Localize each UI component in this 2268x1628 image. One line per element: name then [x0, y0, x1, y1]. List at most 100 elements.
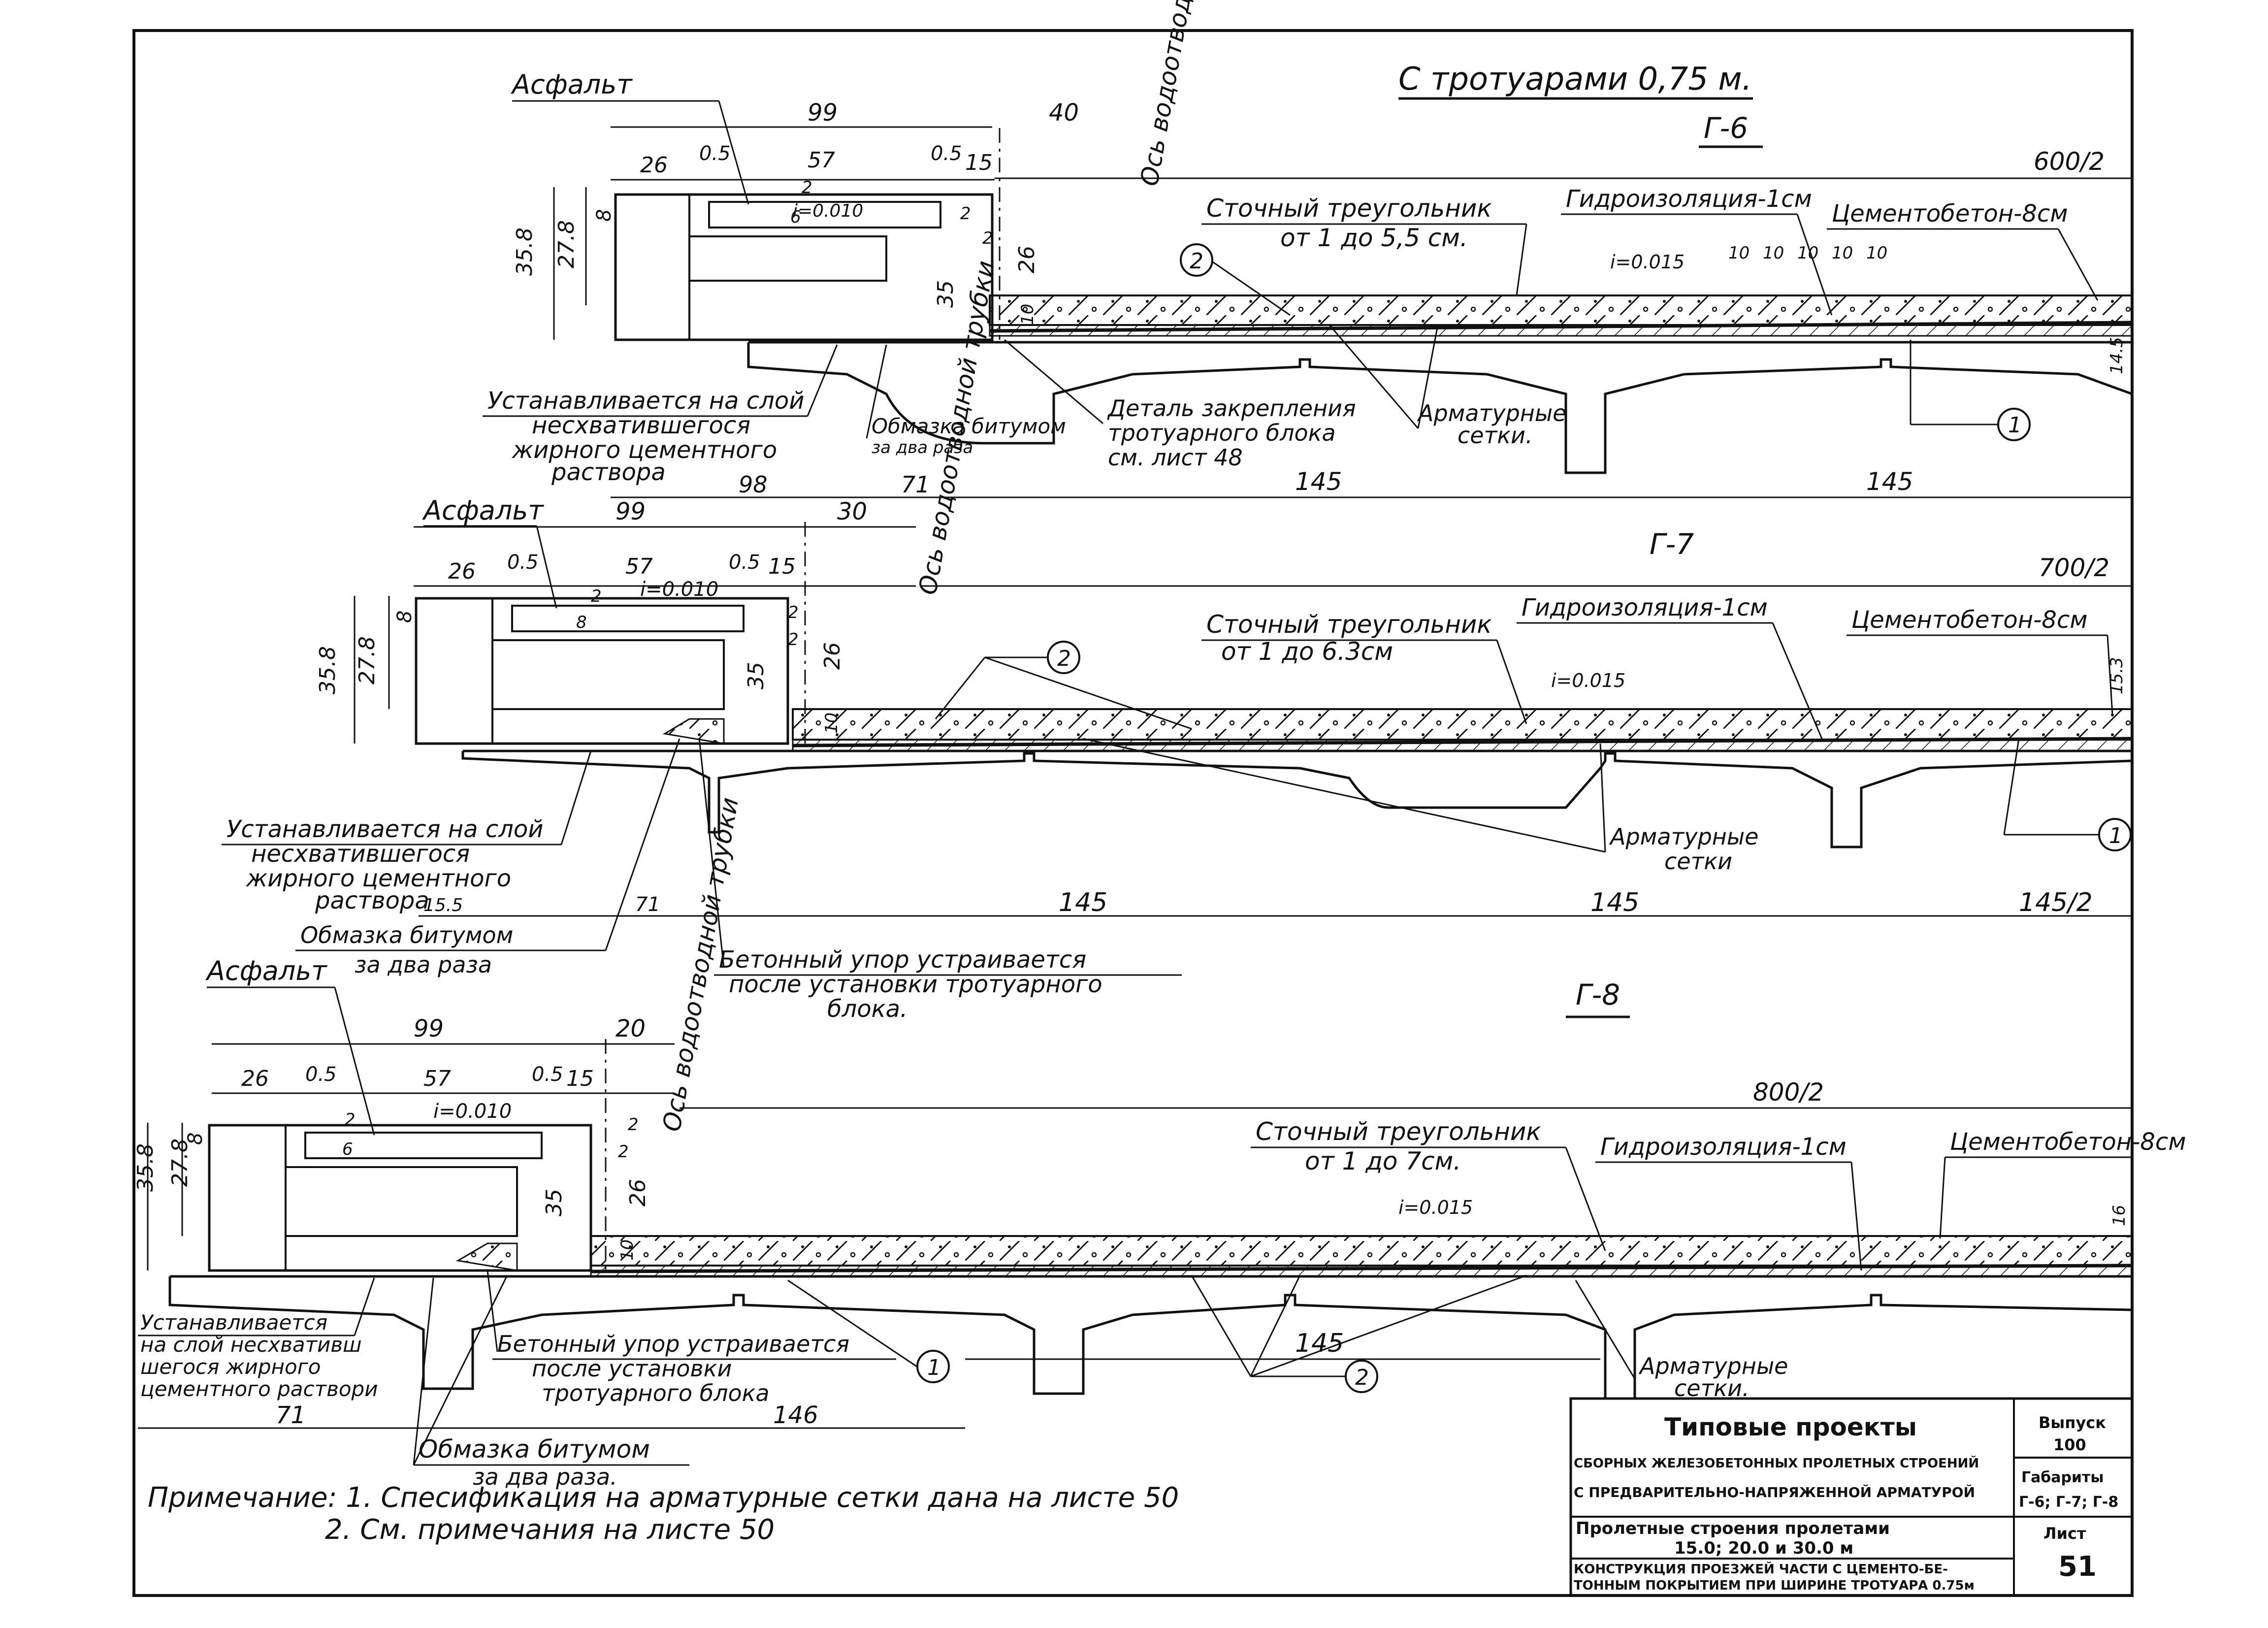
asphalt-label: Асфальт — [511, 69, 633, 100]
dim-8s: 8 — [576, 613, 587, 632]
triangle-range: от 1 до 5,5 см. — [1280, 224, 1468, 252]
width-label: 600/2 — [2034, 147, 2105, 176]
dim-57: 57 — [625, 554, 653, 579]
dim-27-8: 27.8 — [554, 220, 579, 268]
dim-99: 99 — [616, 498, 646, 525]
girder-outline — [747, 341, 2134, 474]
dim-2b: 2 — [788, 603, 799, 622]
install-label-4: раствора — [315, 887, 429, 914]
dim-145-2: 145/2 — [2019, 888, 2093, 917]
edge-dim: 14.5 — [2107, 337, 2127, 374]
stop-label-1: Бетонный упор устраивается — [497, 1331, 849, 1357]
dim-57: 57 — [808, 148, 835, 173]
dim-0-5b: 0.5 — [931, 142, 962, 165]
concrete-label: Цементобетон-8см — [1851, 606, 2088, 634]
bitumen-label-2: за два раза — [355, 951, 492, 978]
slope-road: i=0.015 — [1610, 251, 1685, 273]
gabarits-label: Габариты — [2021, 1469, 2104, 1486]
spans-title: Пролетные строения пролетами — [1576, 1519, 1890, 1538]
desc-line-1: КОНСТРУКЦИЯ ПРОЕЗЖЕЙ ЧАСТИ С ЦЕМЕНТО-БЕ- — [1574, 1561, 1948, 1577]
stop-label-3: блока. — [827, 995, 907, 1023]
mesh-label-1: Арматурные — [1638, 1353, 1788, 1379]
triangle-range: от 1 до 6.3см — [1221, 637, 1393, 666]
install-label-3: шегося жирного — [140, 1355, 321, 1379]
dim-35-8: 35.8 — [315, 646, 340, 694]
dim-26-v: 26 — [820, 642, 845, 670]
triangle-range: от 1 до 7см. — [1305, 1147, 1461, 1175]
dim-145a: 145 — [1059, 888, 1107, 917]
install-label-1: Устанавливается — [140, 1310, 327, 1335]
dim-35-v: 35 — [744, 662, 769, 689]
dim-99: 99 — [414, 1015, 444, 1042]
callout-2-text: 2 — [1057, 646, 1071, 671]
dim-145a: 145 — [1295, 467, 1342, 496]
asphalt-label: Асфальт — [205, 955, 327, 986]
cement-concrete-layer — [590, 1235, 2133, 1267]
dim-98: 98 — [739, 471, 768, 498]
section-g6: Г-6 600/2 99 40 26 0.5 57 0.5 15 35.8 27… — [483, 0, 2134, 498]
spacing-4: 10 — [1832, 243, 1853, 263]
gabarit-label: Г-8 — [1576, 978, 1620, 1011]
install-label-3: жирного цементного — [246, 865, 511, 892]
callout-1 — [916, 1350, 950, 1383]
dim-8: 8 — [593, 209, 616, 222]
concrete-label: Цементобетон-8см — [1950, 1128, 2186, 1156]
mesh-label-2: сетки. — [1458, 422, 1533, 449]
edge-dim: 16 — [2109, 1205, 2129, 1226]
dim-26: 26 — [448, 559, 476, 584]
edge-dim: 15.3 — [2107, 657, 2127, 694]
notes: Примечание: 1. Спесификация на арматурны… — [148, 1482, 1179, 1546]
asphalt-layer — [304, 1132, 543, 1159]
stop-label-1: Бетонный упор устраивается — [719, 946, 1086, 974]
dim-71: 71 — [901, 471, 930, 498]
bitumen-label-1: Обмазка битумом — [300, 922, 513, 948]
bitumen-label-2: за два раза. — [473, 1464, 617, 1490]
dim-15: 15 — [768, 554, 796, 579]
issue-value: 100 — [2053, 1435, 2086, 1454]
dim-145b: 145 — [1590, 888, 1639, 917]
dim-2: 2 — [802, 178, 812, 197]
detail-label-3: см. лист 48 — [1108, 444, 1243, 471]
dim-15: 15 — [965, 150, 993, 175]
width-label: 800/2 — [1753, 1078, 1824, 1107]
dim-2c: 2 — [618, 1142, 629, 1162]
callout-2-text: 2 — [1190, 249, 1203, 274]
dim-35-8: 35.8 — [133, 1143, 158, 1192]
dim-27-8: 27.8 — [355, 636, 380, 684]
dim-26-v: 26 — [625, 1179, 650, 1206]
mesh-label-1: Арматурные — [1417, 400, 1566, 426]
hydro-label: Гидроизоляция-1см — [1522, 594, 1768, 621]
issue-label: Выпуск — [2039, 1413, 2106, 1432]
dim-145: 145 — [1295, 1329, 1344, 1358]
dim-71: 71 — [635, 893, 660, 916]
slope-sidewalk: i=0.010 — [640, 578, 718, 601]
width-label: 700/2 — [2039, 554, 2109, 582]
concrete-stop — [455, 1242, 518, 1271]
main-title: С тротуарами 0,75 м. — [1398, 61, 1753, 100]
dim-0-5b: 0.5 — [532, 1063, 563, 1086]
dim-99: 99 — [808, 99, 838, 127]
dim-8: 8 — [393, 611, 416, 623]
dim-2c: 2 — [982, 228, 993, 248]
sidewalk-block — [614, 193, 994, 341]
dim-27-8: 27.8 — [167, 1139, 193, 1187]
asphalt-label: Асфальт — [422, 495, 544, 526]
sheet-frame — [132, 29, 2134, 1597]
note-line-2: 2. См. примечания на листе 50 — [325, 1514, 775, 1546]
slope-road: i=0.015 — [1398, 1197, 1473, 1218]
dim-6: 6 — [790, 207, 801, 227]
slope-sidewalk: i=0.010 — [793, 201, 863, 221]
project-sub-1: СБОРНЫХ ЖЕЛЕЗОБЕТОННЫХ ПРОЛЕТНЫХ СТРОЕНИ… — [1574, 1455, 1979, 1471]
note-line-1: Примечание: 1. Спесификация на арматурны… — [148, 1482, 1179, 1514]
concrete-stop — [662, 718, 725, 745]
install-label-4: раствора — [551, 458, 666, 486]
install-label-1: Устанавливается на слой — [227, 815, 543, 843]
bitumen-label-2: за два раза — [872, 438, 973, 457]
spans-value: 15.0; 20.0 и 30.0 м — [1674, 1538, 1853, 1558]
sidewalk-block — [208, 1124, 592, 1272]
dim-145b: 145 — [1866, 467, 1913, 496]
spacing-1: 10 — [1728, 243, 1750, 263]
mesh-label-2: сетки — [1664, 848, 1732, 875]
callout-1-text: 1 — [927, 1355, 941, 1380]
